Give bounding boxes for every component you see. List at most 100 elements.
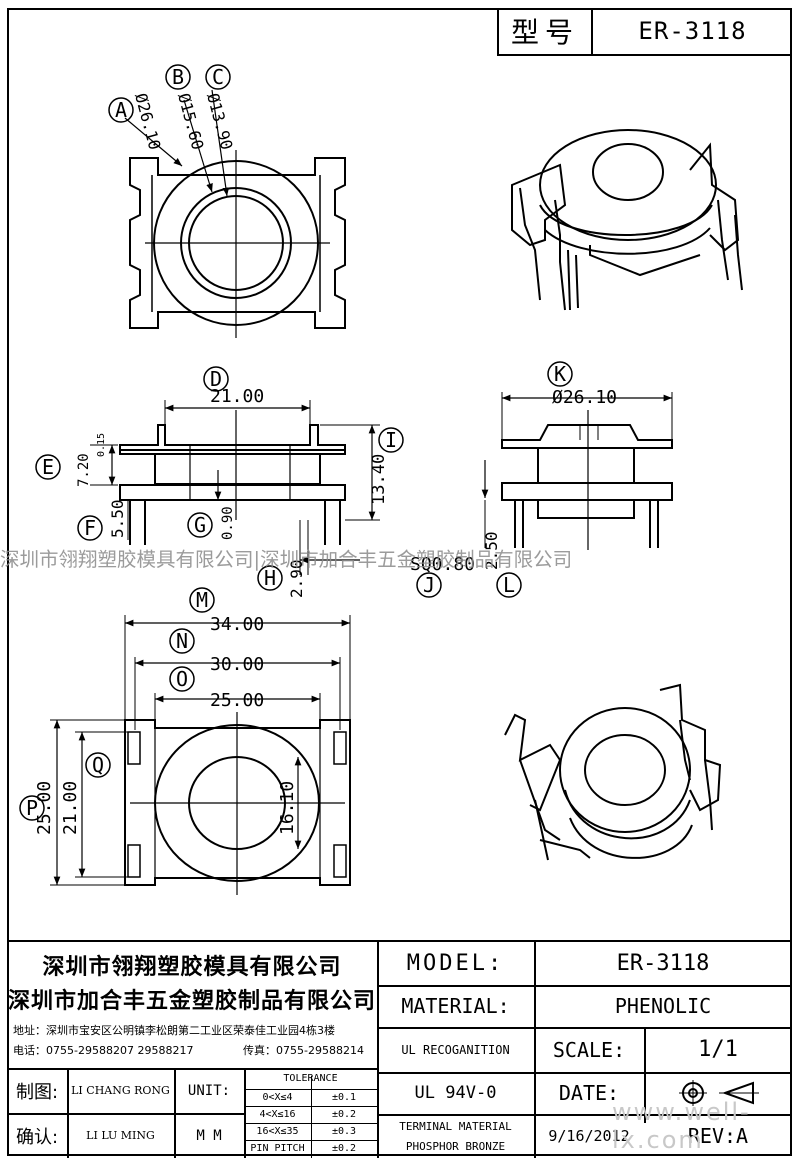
model-value: ER-3118 [616, 951, 710, 976]
dim-f: 5.50 [108, 499, 127, 538]
dim-g: 0.90 [220, 506, 236, 540]
side-view [481, 392, 673, 550]
svg-text:K: K [554, 362, 566, 386]
material-value: PHENOLIC [614, 994, 712, 1018]
callout-b: B [165, 64, 191, 90]
svg-text:D: D [210, 367, 222, 391]
svg-text:B: B [172, 65, 184, 89]
svg-text:G: G [194, 513, 206, 537]
company-address: 地址：深圳市宝安区公明镇李松朗第二工业区荣泰佳工业园4栋3楼 [13, 1024, 335, 1037]
dim-m: 34.00 [210, 614, 264, 635]
header-model-value: ER-3118 [638, 17, 747, 45]
terminal-material-2: PHOSPHOR BRONZE [405, 1139, 506, 1153]
tolerance-range-3: 16<X≤35 [256, 1126, 299, 1137]
dim-d: 21.00 [210, 386, 264, 407]
unit-value: M M [196, 1127, 222, 1144]
callout-m: M [189, 587, 215, 613]
svg-text:Q: Q [92, 753, 104, 777]
callout-j: J [416, 572, 442, 598]
callout-d: D [203, 366, 229, 392]
dim-n: 30.00 [210, 654, 264, 675]
dim-b: Ø15.60 [174, 91, 207, 152]
bottom-view [50, 615, 351, 895]
dim-i: 13.40 [369, 454, 389, 505]
dim-c: Ø13.90 [203, 91, 236, 152]
dim-a: Ø26.10 [131, 91, 164, 152]
company-name-1: 深圳市翎翔塑胶模具有限公司 [42, 955, 342, 980]
check-name: LI LU MING [86, 1129, 155, 1142]
company-name-2: 深圳市加合丰五金塑胶制品有限公司 [8, 989, 377, 1014]
scale-label: SCALE: [552, 1037, 626, 1062]
top-view [124, 89, 346, 338]
tolerance-value-1: ±0.1 [331, 1092, 357, 1103]
callout-h: H [257, 565, 283, 591]
rev-label: REV:A [687, 1124, 749, 1148]
ul-value: UL 94V-0 [414, 1083, 497, 1103]
terminal-material-1: TERMINAL MATERIAL [399, 1119, 512, 1133]
callout-i: I [378, 427, 404, 453]
tolerance-value-4: ±0.2 [331, 1143, 357, 1154]
drawing-frame [7, 8, 792, 1156]
callout-o: O [169, 666, 195, 692]
watermark-site: www.well-lx.com [612, 1098, 751, 1154]
scale-value: 1/1 [698, 1037, 738, 1062]
svg-text:H: H [264, 566, 276, 590]
dim-k: Ø26.10 [552, 387, 617, 408]
model-label: MODEL: [406, 951, 505, 976]
dim-e-small: 0.15 [96, 433, 107, 457]
svg-text:L: L [503, 573, 515, 597]
title-block: 深圳市翎翔塑胶模具有限公司 深圳市加合丰五金塑胶制品有限公司 地址：深圳市宝安区… [7, 940, 792, 1158]
svg-text:F: F [84, 516, 96, 540]
isometric-view-bottom [504, 683, 722, 861]
callout-c: C [205, 64, 231, 90]
ul-label: UL RECOGANITION [401, 1042, 510, 1057]
svg-text:O: O [176, 667, 188, 691]
watermark-text: 深圳市翎翔塑胶模具有限公司|深圳市加合丰五金塑胶制品有限公司 [0, 548, 573, 571]
dim-l: 2.50 [482, 531, 501, 570]
tolerance-range-4: PIN PITCH [250, 1143, 305, 1154]
callout-l: L [496, 572, 522, 598]
callout-q: Q [85, 752, 111, 778]
callout-p: P [19, 795, 45, 821]
header-model-label: 型号 [499, 8, 593, 54]
svg-text:A: A [115, 98, 127, 122]
dim-r: 16.10 [277, 781, 298, 835]
check-label: 确认: [15, 1126, 59, 1148]
unit-label: UNIT: [187, 1082, 231, 1099]
tolerance-value-2: ±0.2 [331, 1109, 357, 1120]
draw-label: 制图: [15, 1081, 59, 1103]
callout-a: A [108, 97, 134, 123]
svg-text:I: I [385, 428, 397, 452]
callout-g: G [187, 512, 213, 538]
svg-text:E: E [42, 455, 54, 479]
callout-n: N [169, 628, 195, 654]
date-value: 9/16/2012 [548, 1127, 630, 1145]
projection-symbol [644, 1072, 792, 1114]
technical-drawing: Ø26.10 Ø15.60 Ø13.90 21.00 7.20 0.15 5.5… [19, 64, 743, 895]
svg-text:C: C [212, 65, 224, 89]
tolerance-value-3: ±0.3 [331, 1126, 357, 1137]
company-phone: 电话：0755-29588207 29588217 [13, 1044, 194, 1057]
callout-f: F [77, 515, 103, 541]
tolerance-range-1: 0<X≤4 [262, 1092, 293, 1103]
tolerance-title: TOLERANCE [283, 1073, 338, 1084]
dim-q: 21.00 [60, 781, 81, 835]
front-view [90, 400, 380, 575]
dim-h: 2.90 [287, 559, 306, 598]
date-label: DATE: [558, 1081, 620, 1105]
dim-e: 7.20 [76, 453, 92, 487]
draw-name: LI CHANG RONG [71, 1084, 170, 1097]
dim-j: SQ0.80 [410, 554, 475, 575]
svg-text:J: J [423, 573, 435, 597]
tolerance-range-2: 4<X≤16 [259, 1109, 296, 1120]
callout-e: E [35, 454, 61, 480]
dim-o: 25.00 [210, 690, 264, 711]
svg-text:P: P [26, 796, 38, 820]
isometric-view-top [511, 129, 743, 311]
third-angle-projection-icon [679, 1080, 759, 1106]
svg-text:N: N [176, 629, 188, 653]
header-model-box: 型号 ER-3118 [497, 8, 792, 56]
callout-k: K [547, 361, 573, 387]
material-label: MATERIAL: [401, 994, 510, 1018]
